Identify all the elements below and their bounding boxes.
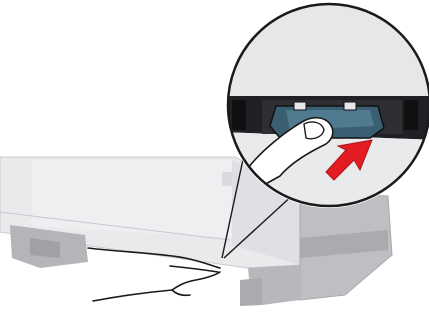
printer-illustration xyxy=(0,0,429,325)
illustration-canvas xyxy=(0,0,429,325)
